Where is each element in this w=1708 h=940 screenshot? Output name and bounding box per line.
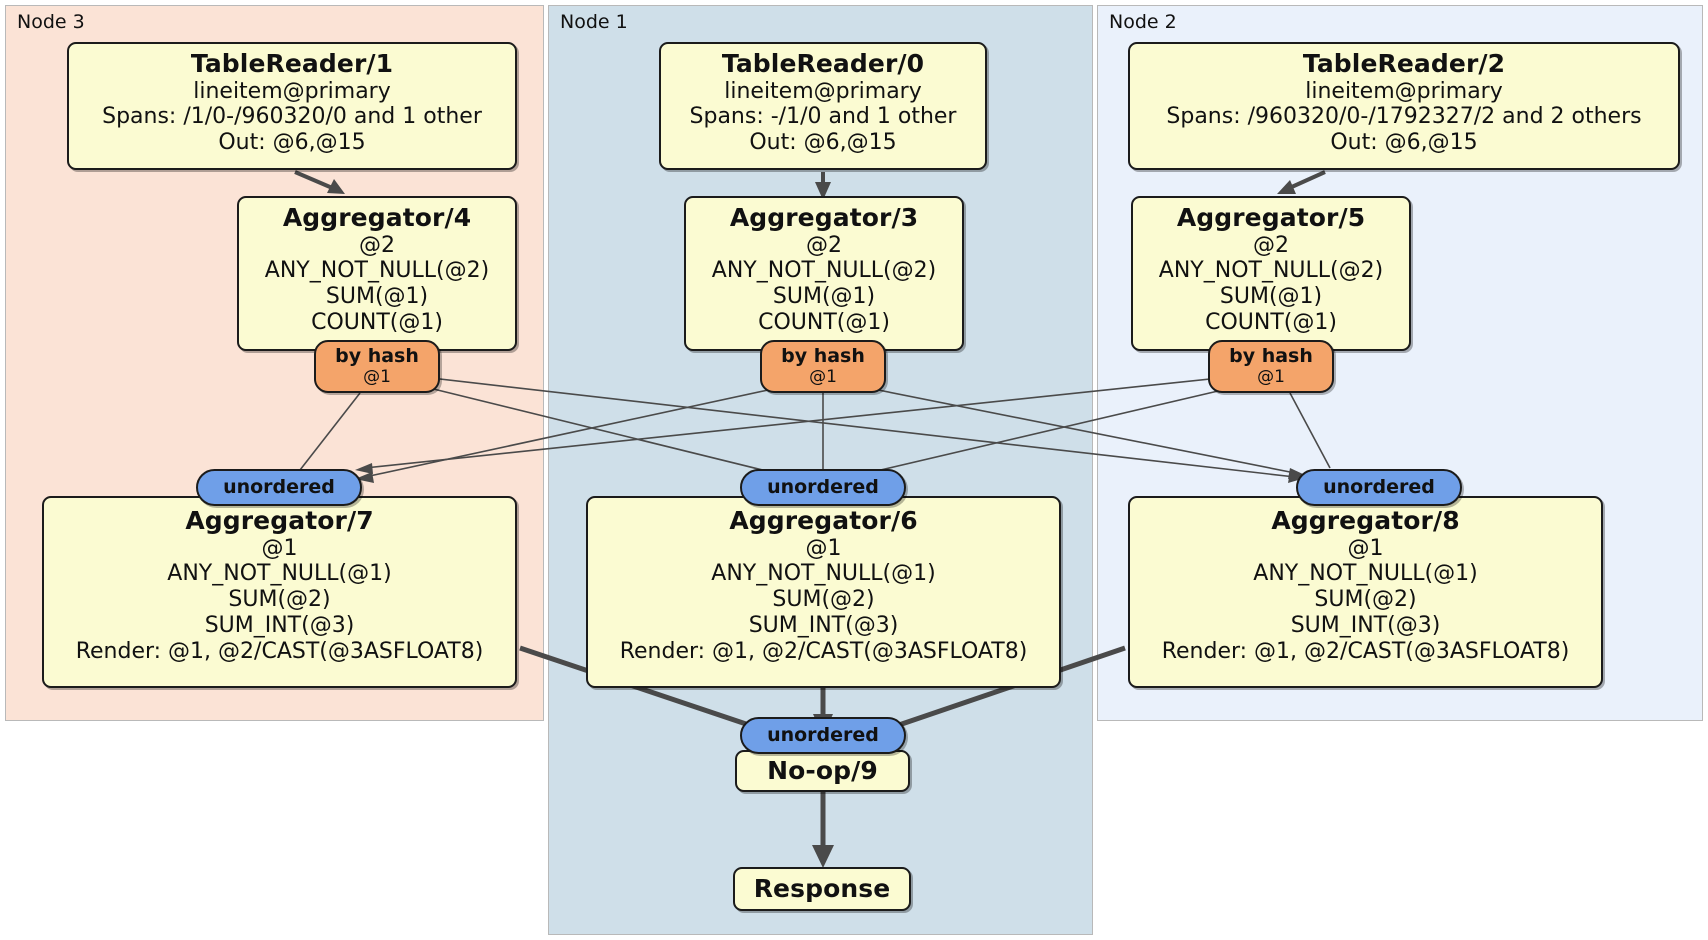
processor-title: Aggregator/6	[729, 506, 918, 535]
processor-line: SUM_INT(@3)	[204, 613, 355, 639]
processor-tablereader-1[interactable]: TableReader/1 lineitem@primary Spans: /1…	[67, 42, 517, 170]
processor-line: SUM(@1)	[325, 284, 429, 310]
processor-aggregator-3[interactable]: Aggregator/3 @2 ANY_NOT_NULL(@2) SUM(@1)…	[684, 196, 964, 351]
processor-line: Spans: /1/0-/960320/0 and 1 other	[102, 104, 482, 130]
processor-line: @1	[261, 535, 298, 561]
processor-aggregator-7[interactable]: Aggregator/7 @1 ANY_NOT_NULL(@1) SUM(@2)…	[42, 496, 517, 688]
processor-line: ANY_NOT_NULL(@2)	[1158, 258, 1384, 284]
processor-line: @1	[1347, 535, 1384, 561]
sync-pill-unordered-right[interactable]: unordered	[1296, 469, 1462, 506]
processor-title: TableReader/0	[721, 49, 925, 78]
processor-aggregator-5[interactable]: Aggregator/5 @2 ANY_NOT_NULL(@2) SUM(@1)…	[1131, 196, 1411, 351]
processor-line: Spans: /960320/0-/1792327/2 and 2 others	[1166, 104, 1642, 130]
processor-line: Out: @6,@15	[1330, 130, 1478, 156]
sync-label: unordered	[1323, 475, 1435, 498]
processor-noop-9[interactable]: No-op/9	[735, 750, 910, 792]
processor-title: Response	[753, 874, 891, 904]
router-pill-by-hash-right[interactable]: by hash @1	[1208, 340, 1334, 393]
router-label: by hash	[335, 345, 419, 368]
processor-line: @1	[805, 535, 842, 561]
processor-line: ANY_NOT_NULL(@1)	[1253, 561, 1478, 587]
processor-line: lineitem@primary	[193, 78, 391, 104]
processor-line: SUM(@1)	[772, 284, 876, 310]
processor-line: @2	[806, 232, 842, 258]
processor-aggregator-8[interactable]: Aggregator/8 @1 ANY_NOT_NULL(@1) SUM(@2)…	[1128, 496, 1603, 688]
sync-label: unordered	[223, 475, 335, 498]
sync-label: unordered	[767, 475, 879, 498]
panel-node-1-label: Node 1	[560, 11, 628, 33]
processor-line: COUNT(@1)	[1205, 310, 1337, 336]
processor-line: Render: @1, @2/CAST(@3ASFLOAT8)	[619, 639, 1028, 665]
processor-line: Render: @1, @2/CAST(@3ASFLOAT8)	[1161, 639, 1570, 665]
router-pill-by-hash-left[interactable]: by hash @1	[314, 340, 440, 393]
processor-line: SUM_INT(@3)	[748, 613, 899, 639]
router-column: @1	[1257, 366, 1285, 387]
processor-line: SUM(@2)	[1314, 587, 1417, 613]
processor-line: @2	[1253, 232, 1289, 258]
processor-title: TableReader/1	[190, 49, 394, 78]
router-label: by hash	[1229, 345, 1313, 368]
router-column: @1	[809, 366, 837, 387]
processor-line: SUM(@2)	[772, 587, 875, 613]
processor-line: Spans: -/1/0 and 1 other	[689, 104, 957, 130]
processor-line: Out: @6,@15	[749, 130, 897, 156]
panel-node-2-label: Node 2	[1109, 11, 1177, 33]
processor-response[interactable]: Response	[733, 867, 911, 911]
processor-line: SUM(@1)	[1219, 284, 1323, 310]
processor-title: Aggregator/3	[729, 203, 919, 232]
processor-line: lineitem@primary	[724, 78, 922, 104]
processor-tablereader-2[interactable]: TableReader/2 lineitem@primary Spans: /9…	[1128, 42, 1680, 170]
processor-line: ANY_NOT_NULL(@2)	[711, 258, 937, 284]
processor-aggregator-4[interactable]: Aggregator/4 @2 ANY_NOT_NULL(@2) SUM(@1)…	[237, 196, 517, 351]
processor-title: Aggregator/4	[282, 203, 472, 232]
processor-title: TableReader/2	[1302, 49, 1506, 78]
processor-tablereader-0[interactable]: TableReader/0 lineitem@primary Spans: -/…	[659, 42, 987, 170]
processor-title: No-op/9	[767, 756, 878, 786]
processor-line: SUM(@2)	[228, 587, 331, 613]
processor-line: ANY_NOT_NULL(@1)	[711, 561, 936, 587]
sync-label: unordered	[767, 723, 879, 746]
processor-line: Render: @1, @2/CAST(@3ASFLOAT8)	[75, 639, 484, 665]
processor-line: ANY_NOT_NULL(@1)	[167, 561, 392, 587]
router-column: @1	[363, 366, 391, 387]
processor-line: @2	[359, 232, 395, 258]
processor-title: Aggregator/5	[1176, 203, 1366, 232]
router-pill-by-hash-center[interactable]: by hash @1	[760, 340, 886, 393]
processor-line: lineitem@primary	[1305, 78, 1503, 104]
sync-pill-unordered-center[interactable]: unordered	[740, 469, 906, 506]
processor-line: Out: @6,@15	[218, 130, 366, 156]
processor-title: Aggregator/7	[185, 506, 374, 535]
processor-line: COUNT(@1)	[758, 310, 890, 336]
sync-pill-unordered-final[interactable]: unordered	[740, 717, 906, 754]
processor-aggregator-6[interactable]: Aggregator/6 @1 ANY_NOT_NULL(@1) SUM(@2)…	[586, 496, 1061, 688]
panel-node-3-label: Node 3	[17, 11, 85, 33]
sync-pill-unordered-left[interactable]: unordered	[196, 469, 362, 506]
processor-line: COUNT(@1)	[311, 310, 443, 336]
processor-title: Aggregator/8	[1271, 506, 1460, 535]
processor-line: SUM_INT(@3)	[1290, 613, 1441, 639]
processor-line: ANY_NOT_NULL(@2)	[264, 258, 490, 284]
router-label: by hash	[781, 345, 865, 368]
